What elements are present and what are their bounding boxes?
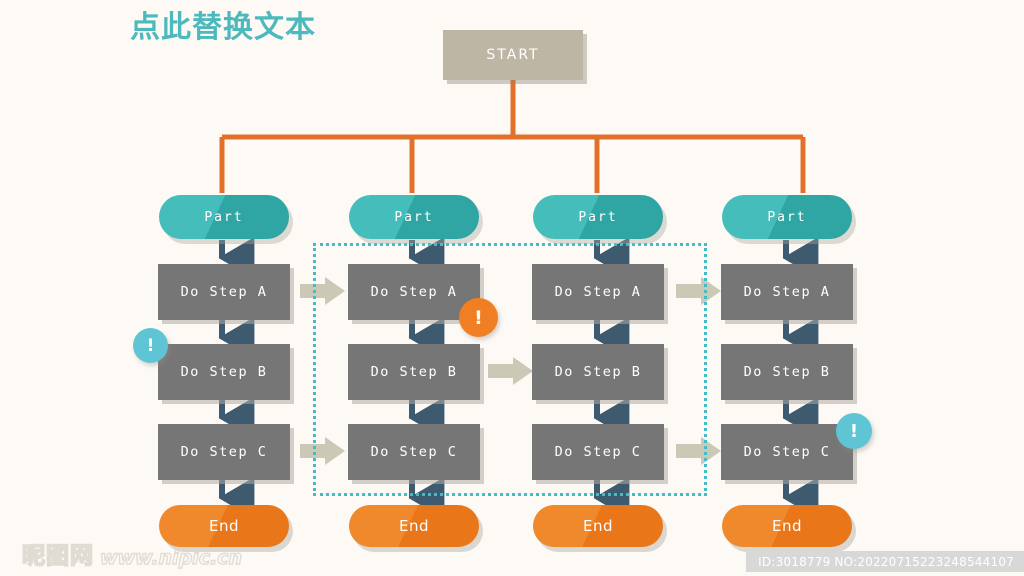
end-node-col4[interactable]: End	[722, 505, 852, 547]
step-node-col1-a[interactable]: Do Step A	[158, 264, 290, 320]
page-title: 点此替换文本	[130, 10, 316, 45]
image-id-bar: ID:3018779 NO:20220715223248544107	[746, 551, 1024, 572]
step-node-col3-a[interactable]: Do Step A	[532, 264, 664, 320]
part-node-col4[interactable]: Part	[722, 195, 852, 239]
step-node-col2-b[interactable]: Do Step B	[348, 344, 480, 400]
part-node-col3[interactable]: Part	[533, 195, 663, 239]
end-node-col2[interactable]: End	[349, 505, 479, 547]
step-node-col1-b[interactable]: Do Step B	[158, 344, 290, 400]
step-node-col3-b[interactable]: Do Step B	[532, 344, 664, 400]
step-node-col1-c[interactable]: Do Step C	[158, 424, 290, 480]
step-node-col4-a[interactable]: Do Step A	[721, 264, 853, 320]
step-node-col2-c[interactable]: Do Step C	[348, 424, 480, 480]
step-node-col4-b[interactable]: Do Step B	[721, 344, 853, 400]
start-branch-tree	[219, 80, 806, 193]
step-node-col3-c[interactable]: Do Step C	[532, 424, 664, 480]
watermark: 昵图网 www.nipic.cn	[21, 536, 243, 570]
part-node-col1[interactable]: Part	[159, 195, 289, 239]
watermark-url: www.nipic.cn	[99, 546, 243, 569]
alert-badge-teal-col4[interactable]: !	[836, 413, 872, 449]
start-node[interactable]: START	[443, 30, 583, 80]
step-node-col4-c[interactable]: Do Step C	[721, 424, 853, 480]
alert-badge-teal-col1[interactable]: !	[133, 328, 168, 363]
end-node-col1[interactable]: End	[159, 505, 289, 547]
selection-region[interactable]	[313, 243, 707, 496]
part-node-col2[interactable]: Part	[349, 195, 479, 239]
step-node-col2-a[interactable]: Do Step A	[348, 264, 480, 320]
alert-badge-orange-col2[interactable]: !	[459, 298, 498, 337]
watermark-brand: 昵图网	[21, 542, 94, 570]
end-node-col3[interactable]: End	[533, 505, 663, 547]
